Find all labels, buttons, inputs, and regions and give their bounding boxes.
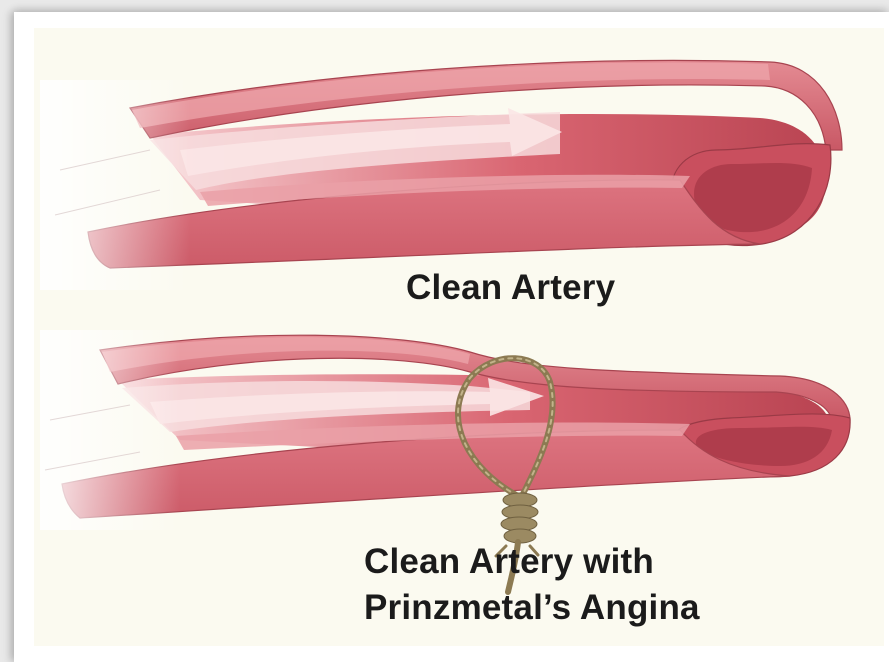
clean-artery-label: Clean Artery bbox=[406, 268, 615, 308]
prinzmetal-artery bbox=[40, 330, 850, 530]
prinzmetal-label-line1: Clean Artery with bbox=[364, 542, 654, 582]
prinzmetal-label-line2: Prinzmetal’s Angina bbox=[364, 588, 700, 628]
clean-artery bbox=[40, 60, 842, 290]
